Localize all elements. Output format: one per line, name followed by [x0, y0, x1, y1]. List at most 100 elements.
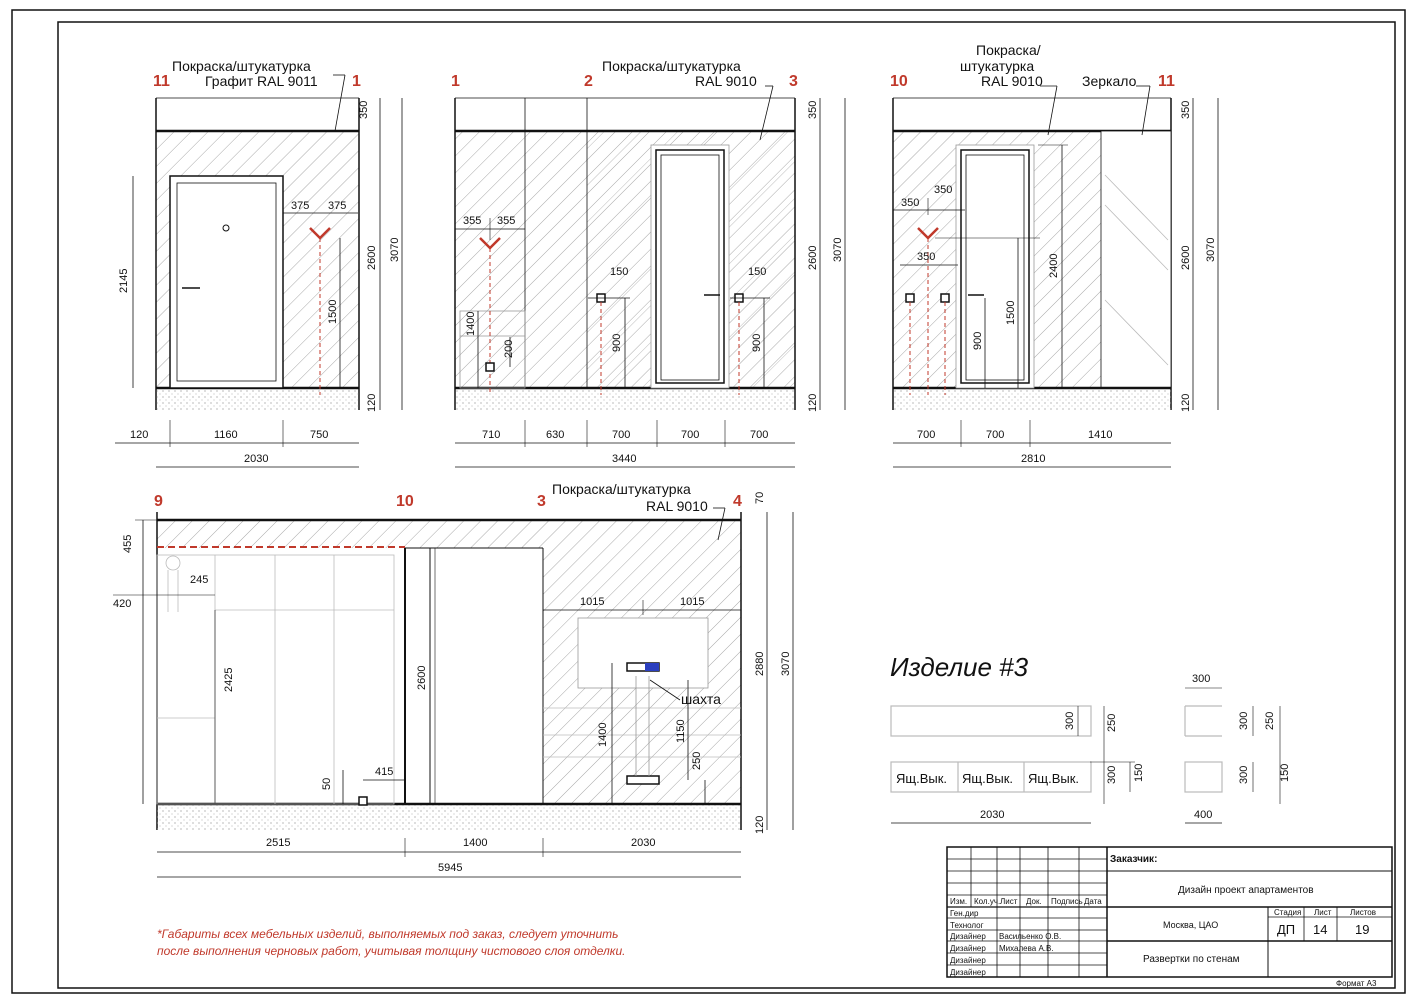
- e1-h-floor: 120: [366, 394, 378, 412]
- e1-width-b: 1160: [214, 429, 238, 441]
- product-dim-300-a: 300: [1064, 712, 1076, 730]
- e3-dim-1500: 1500: [1005, 301, 1017, 325]
- e4-dim-250: 250: [691, 752, 703, 770]
- tb-project: Дизайн проект апартаментов: [1178, 885, 1314, 896]
- e2-lamp-right: 355: [497, 215, 515, 227]
- e2-width-e: 700: [750, 429, 768, 441]
- e4-h-floor: 120: [754, 816, 766, 834]
- tb-sheets-total: 19: [1355, 922, 1369, 937]
- side-dim-top: 300: [1192, 673, 1210, 685]
- tb-row-3: Дизайнер: [950, 932, 986, 941]
- e2-switch-left: 150: [610, 266, 628, 278]
- e2-switch-right: 150: [748, 266, 766, 278]
- e2-axis-1: 1: [451, 73, 460, 90]
- pipe-icon: [626, 775, 660, 785]
- tb-stage: ДП: [1277, 922, 1295, 937]
- riser-icon: [645, 663, 659, 671]
- e4-dim-1015-a: 1015: [580, 596, 604, 608]
- e3-finish-line2: штукатурка: [960, 58, 1034, 74]
- e4-axis-10: 10: [396, 493, 414, 510]
- e4-width-c: 2030: [631, 837, 655, 849]
- side-dim-150: 150: [1279, 764, 1291, 782]
- e4-dim-1015-b: 1015: [680, 596, 704, 608]
- e4-dim-455: 455: [122, 535, 134, 553]
- e4-dim-1400: 1400: [597, 723, 609, 747]
- product-dim-300-b: 300: [1106, 766, 1118, 784]
- e2-h-total: 3070: [832, 238, 844, 262]
- e3-width-total: 2810: [1021, 453, 1045, 465]
- e4-dim-2425: 2425: [223, 668, 235, 692]
- product-drawer-2: Ящ.Вык.: [962, 771, 1013, 786]
- elevation-4: [113, 507, 794, 878]
- note-line-2: после выполнения черновых работ, учитыва…: [157, 944, 625, 958]
- e3-dim-350-c: 350: [917, 251, 935, 263]
- tb-row-4: Дизайнер: [950, 944, 986, 953]
- e1-axis-right: 1: [352, 73, 361, 90]
- product-dim-150: 150: [1133, 764, 1145, 782]
- e4-h-top: 70: [754, 492, 766, 504]
- mirror: [1100, 130, 1172, 389]
- tb-location: Москва, ЦАО: [1163, 920, 1218, 930]
- e2-axis-2: 2: [584, 73, 593, 90]
- e1-h-top: 350: [358, 101, 370, 119]
- e1-lamp-height: 1500: [327, 300, 339, 324]
- e2-width-a: 710: [482, 429, 500, 441]
- interior-door-2: [655, 149, 725, 384]
- e4-finish-line1: Покраска/штукатурка: [552, 481, 691, 497]
- e3-width-a: 700: [917, 429, 935, 441]
- e2-lamp-left: 355: [463, 215, 481, 227]
- e2-dim-200: 200: [503, 340, 515, 358]
- e3-dim-900: 900: [972, 332, 984, 350]
- e4-dim-420: 420: [113, 598, 131, 610]
- tb-sheet-title: Развертки по стенам: [1143, 954, 1240, 965]
- wardrobe: [156, 554, 395, 805]
- e2-h-floor: 120: [807, 394, 819, 412]
- product-width-total: 2030: [980, 809, 1004, 821]
- e4-axis-3: 3: [537, 493, 546, 510]
- tb-sheet-label: Лист: [1314, 908, 1332, 917]
- e2-width-c: 700: [612, 429, 630, 441]
- tb-col-izm: Изм.: [950, 897, 967, 906]
- e3-h-top: 350: [1180, 101, 1192, 119]
- e3-dim-350-a: 350: [934, 184, 952, 196]
- tb-row-2: Технолог: [950, 921, 984, 930]
- tb-col-podp: Подпись: [1051, 897, 1083, 906]
- tb-col-data: Дата: [1084, 897, 1102, 906]
- elevation-1: [115, 74, 403, 468]
- e1-lamp-right: 375: [328, 200, 346, 212]
- e3-dim-2400: 2400: [1048, 254, 1060, 278]
- e4-dim-1150: 1150: [675, 719, 687, 743]
- e4-width-a: 2515: [266, 837, 290, 849]
- e1-h-total: 3070: [389, 238, 401, 262]
- e2-width-b: 630: [546, 429, 564, 441]
- e4-finish-line2: RAL 9010: [646, 498, 708, 514]
- side-dim-width: 400: [1194, 809, 1212, 821]
- e1-axis-left: 11: [153, 73, 170, 90]
- e4-h-wall: 2880: [754, 652, 766, 676]
- e3-finish-line3: RAL 9010: [981, 73, 1043, 89]
- socket-icon: [358, 796, 368, 806]
- e3-finish-line1: Покраска/: [976, 42, 1041, 58]
- e4-dim-50: 50: [321, 778, 333, 790]
- tb-row-5: Дизайнер: [950, 956, 986, 965]
- tb-sheets-label: Листов: [1350, 908, 1376, 917]
- product-title: Изделие #3: [890, 652, 1029, 682]
- entrance-door: [169, 175, 284, 389]
- e4-dim-2600: 2600: [416, 666, 428, 690]
- product-side-view: [1184, 687, 1281, 824]
- e3-width-c: 1410: [1088, 429, 1112, 441]
- e4-dim-415: 415: [375, 766, 393, 778]
- e4-width-b: 1400: [463, 837, 487, 849]
- e3-width-b: 700: [986, 429, 1004, 441]
- e2-finish-line1: Покраска/штукатурка: [602, 58, 741, 74]
- e2-width-d: 700: [681, 429, 699, 441]
- e2-axis-3: 3: [789, 73, 798, 90]
- vanity-mirror: [577, 617, 709, 689]
- e2-switch-h-left: 900: [611, 334, 623, 352]
- e3-h-floor: 120: [1180, 394, 1192, 412]
- tb-row-1: Ген.дир: [950, 909, 979, 918]
- tb-row-3-name: Васильенко О.В.: [999, 932, 1061, 941]
- product-drawer-1: Ящ.Вык.: [896, 771, 947, 786]
- e1-width-total: 2030: [244, 453, 268, 465]
